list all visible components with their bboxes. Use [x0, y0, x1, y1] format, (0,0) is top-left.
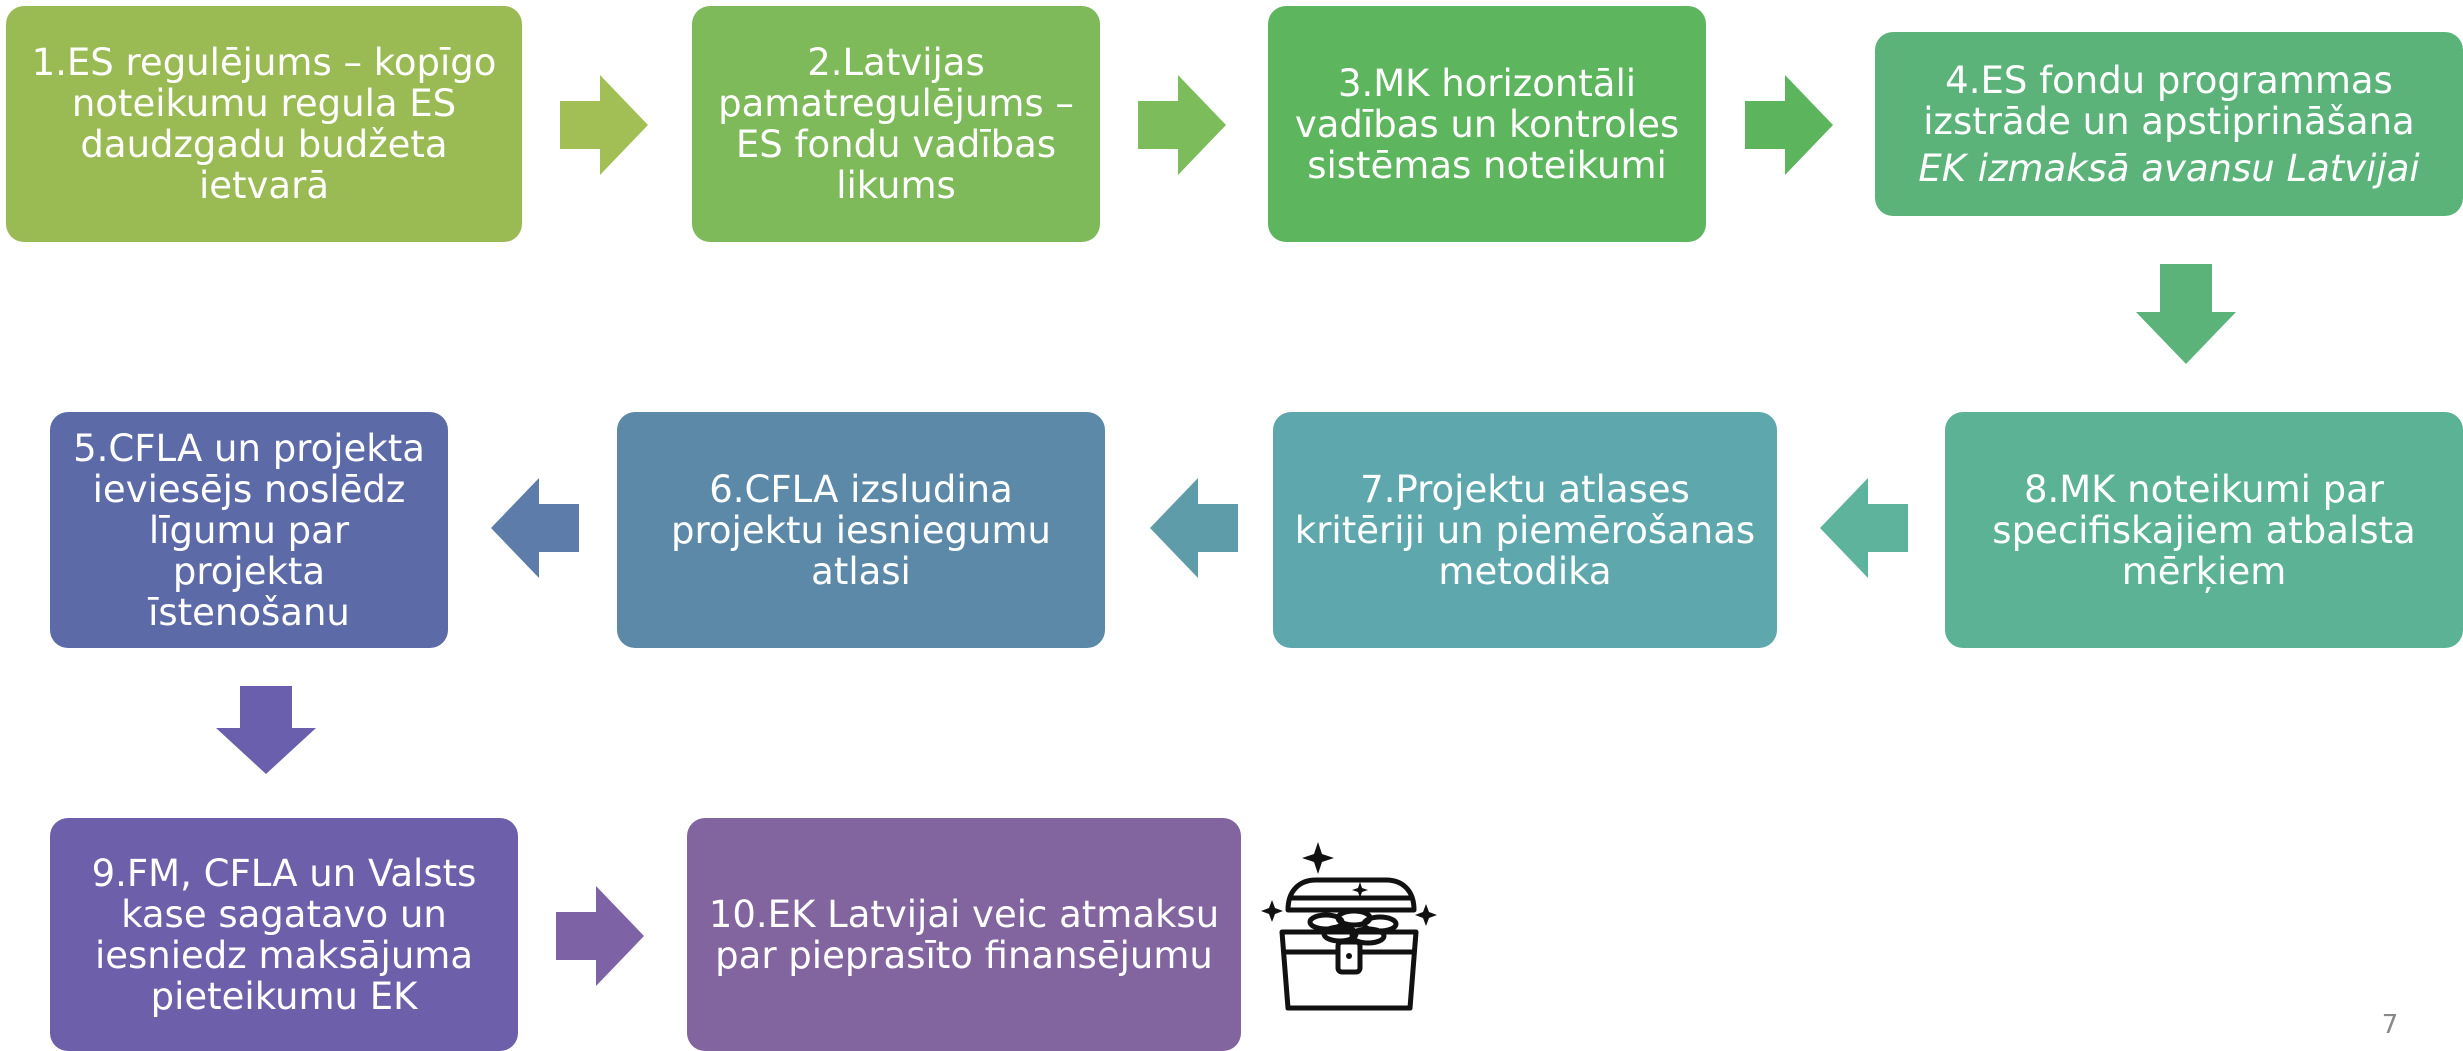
arrow-right-9-10 [556, 886, 644, 986]
step-9-label: 9.FM, CFLA un Valsts kase sagatavo un ie… [91, 851, 477, 1018]
step-2-label: 2.Latvijas pamatregulējums – ES fondu va… [718, 41, 1074, 207]
arrow-right-3-4 [1745, 75, 1833, 175]
step-4-note: EK izmaksā avansu Latvijai [1918, 146, 2420, 190]
treasure-chest-icon [1256, 840, 1442, 1012]
step-4-label: 4.ES fondu programmas izstrāde un apstip… [1923, 58, 2415, 143]
step-6-box: 6.CFLA izsludina projektu iesniegumu atl… [617, 412, 1105, 648]
arrow-right-1-2 [560, 75, 648, 175]
arrow-left-8-7 [1820, 478, 1908, 578]
step-8-label: 8.MK noteikumi par specifiskajiem atbals… [1992, 467, 2416, 593]
step-8-box: 8.MK noteikumi par specifiskajiem atbals… [1945, 412, 2463, 648]
step-1-box: 1.ES regulējums – kopīgo noteikumu regul… [6, 6, 522, 242]
step-10-label: 10.EK Latvijai veic atmaksu par pieprasī… [708, 892, 1220, 977]
step-3-box: 3.MK horizontāli vadības un kontroles si… [1268, 6, 1706, 242]
arrow-left-6-5 [491, 478, 579, 578]
step-7-label: 7.Projektu atlases kritēriji un piemēroš… [1294, 467, 1756, 593]
step-10-box: 10.EK Latvijai veic atmaksu par pieprasī… [687, 818, 1241, 1051]
step-3-label: 3.MK horizontāli vadības un kontroles si… [1294, 61, 1680, 187]
arrow-down-5-9 [216, 686, 316, 774]
step-7-box: 7.Projektu atlases kritēriji un piemēroš… [1273, 412, 1777, 648]
step-9-box: 9.FM, CFLA un Valsts kase sagatavo un ie… [50, 818, 518, 1051]
arrow-right-2-3 [1138, 75, 1226, 175]
arrow-left-7-6 [1150, 478, 1238, 578]
step-6-label: 6.CFLA izsludina projektu iesniegumu atl… [671, 467, 1051, 593]
step-2-box: 2.Latvijas pamatregulējums – ES fondu va… [692, 6, 1100, 242]
step-1-label: 1.ES regulējums – kopīgo noteikumu regul… [31, 41, 497, 207]
step-5-label: 5.CFLA un projekta ieviesējs noslēdz līg… [73, 426, 425, 634]
arrow-down-4-8 [2136, 264, 2236, 364]
page-number: 7 [2381, 1010, 2399, 1040]
step-5-box: 5.CFLA un projekta ieviesējs noslēdz līg… [50, 412, 448, 648]
step-4-box: 4.ES fondu programmas izstrāde un apstip… [1875, 32, 2463, 216]
